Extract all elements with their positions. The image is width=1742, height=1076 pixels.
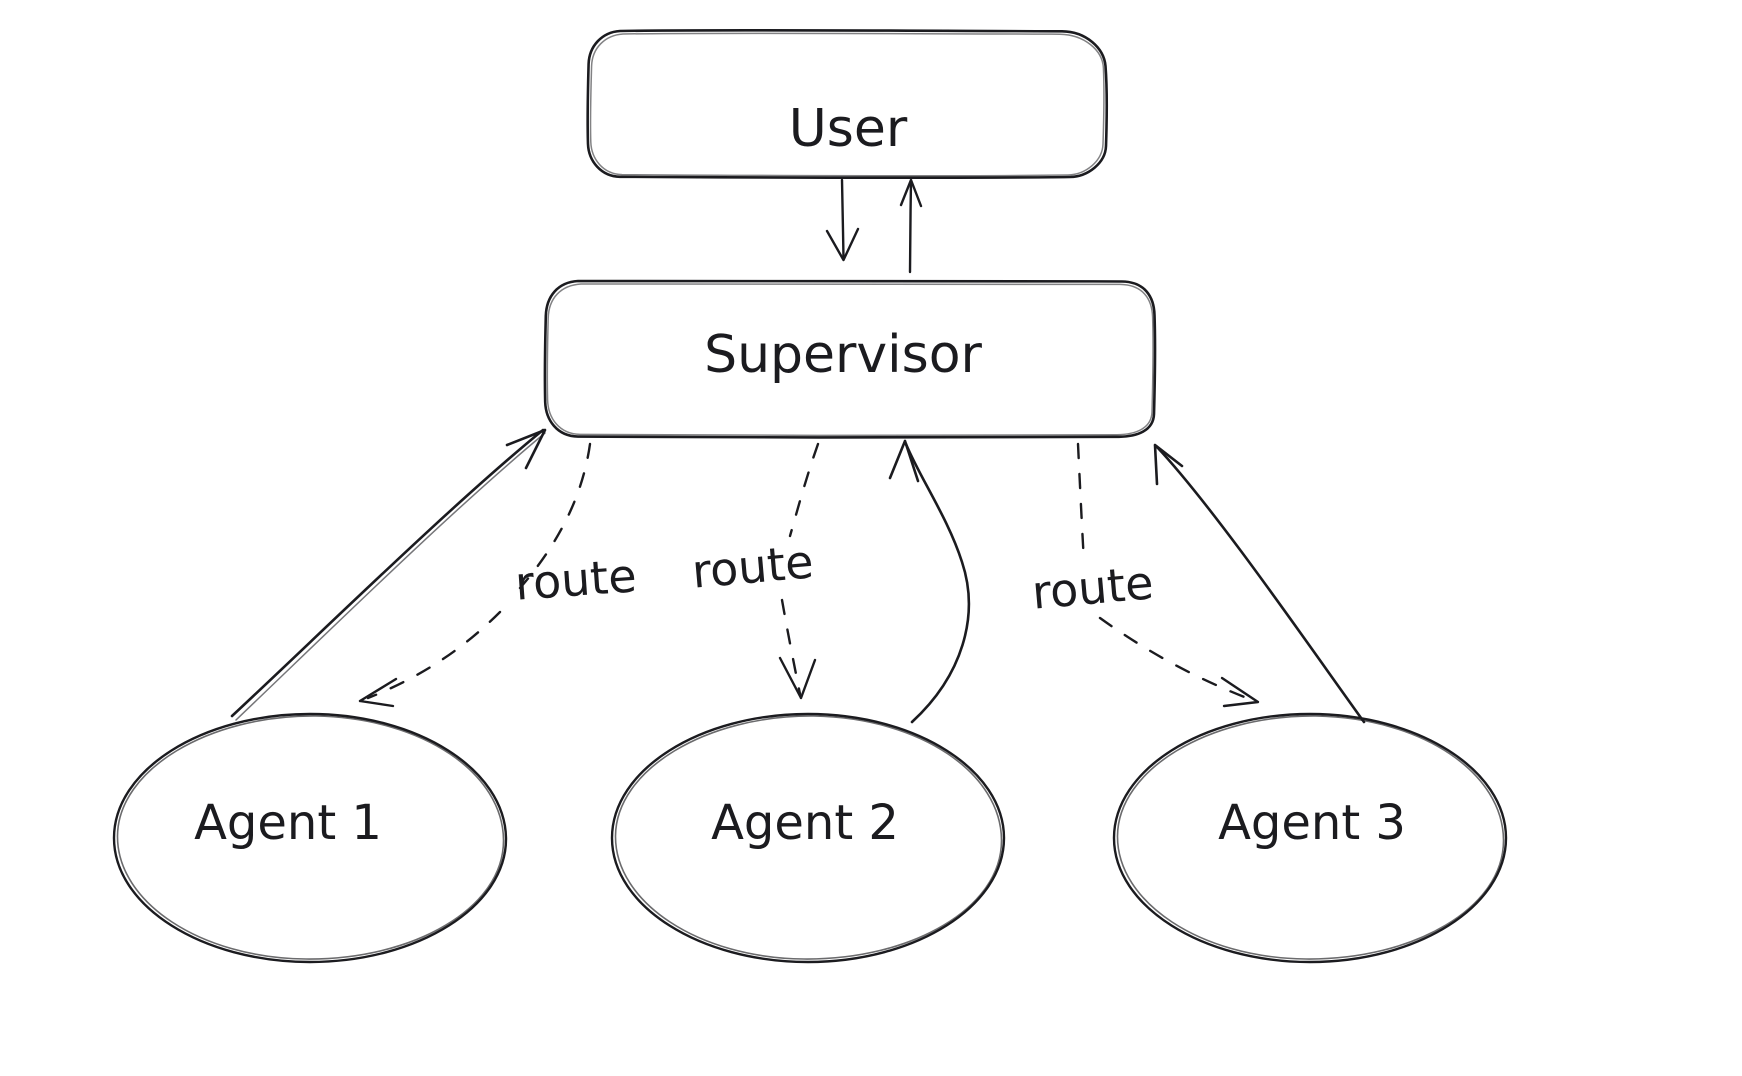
- edge-user-to-supervisor-arrowhead: [825, 227, 860, 262]
- agent3-label: Agent 3: [1218, 795, 1406, 851]
- agent1-ellipse-outline-2: [116, 715, 505, 960]
- edge-supervisor-to-agent2-line: [788, 442, 820, 538]
- user-box-outline: [586, 28, 1109, 180]
- agent1-ellipse-outline: [112, 712, 508, 964]
- edge-agent2-to-supervisor-line: [904, 442, 971, 724]
- edge-supervisor-to-agent3-line: [1076, 442, 1086, 564]
- edge-supervisor-to-user-arrowhead: [899, 178, 923, 208]
- edge-supervisor-to-agent1-arrowhead: [358, 677, 398, 708]
- edge-supervisor-to-user: [899, 178, 923, 274]
- agent2-label: Agent 2: [711, 795, 899, 851]
- edge-user-to-supervisor-line: [840, 178, 845, 260]
- node-agent2[interactable]: Agent 2: [610, 712, 1006, 964]
- edge-agent2-to-supervisor: [888, 439, 971, 724]
- agent1-label: Agent 1: [194, 795, 382, 851]
- edge-label-route-1: route: [513, 548, 638, 610]
- route-label-agent1: route: [513, 548, 638, 610]
- edge-agent2-to-supervisor-arrowhead: [888, 439, 920, 483]
- edge-label-route-2: route: [690, 534, 816, 598]
- supervisor-label: Supervisor: [704, 325, 982, 385]
- edge-agent3-to-supervisor-arrowhead: [1153, 443, 1184, 486]
- agent2-ellipse-outline-2: [614, 715, 1003, 960]
- edge-supervisor-to-agent2: [778, 442, 820, 700]
- agent3-ellipse-outline: [1112, 712, 1508, 964]
- edge-supervisor-to-agent2-arrowhead: [778, 656, 817, 700]
- edge-agent1-to-supervisor-line-2: [235, 432, 546, 721]
- node-agent3[interactable]: Agent 3: [1112, 712, 1508, 964]
- edge-user-to-supervisor: [825, 178, 860, 262]
- supervisor-box-outline: [543, 278, 1157, 439]
- node-supervisor[interactable]: Supervisor: [543, 278, 1157, 439]
- agent2-ellipse-outline: [610, 712, 1006, 964]
- edge-agent1-to-supervisor-arrowhead: [505, 428, 547, 470]
- edge-agent3-to-supervisor-line: [1155, 445, 1366, 724]
- user-box-outline-2: [589, 32, 1105, 177]
- user-label: User: [789, 99, 908, 159]
- edge-supervisor-to-agent2-line-b: [780, 598, 802, 696]
- route-label-agent3: route: [1030, 555, 1156, 619]
- node-agent1[interactable]: Agent 1: [112, 712, 508, 964]
- edge-supervisor-to-user-line: [908, 179, 913, 274]
- agent3-ellipse-outline-2: [1116, 715, 1505, 960]
- supervisor-box-outline-2: [546, 282, 1154, 437]
- edge-agent1-to-supervisor-line: [230, 428, 545, 718]
- edge-label-route-3: route: [1030, 555, 1156, 619]
- node-user[interactable]: User: [586, 28, 1109, 180]
- edge-supervisor-to-agent3-arrowhead: [1220, 676, 1260, 708]
- edge-supervisor-to-agent3-line-b: [1098, 616, 1254, 702]
- edge-supervisor-to-agent3: [1076, 442, 1260, 708]
- route-label-agent2: route: [690, 534, 816, 598]
- edge-agent1-to-supervisor: [230, 428, 547, 721]
- edge-supervisor-to-agent1: [358, 442, 592, 708]
- edge-agent3-to-supervisor: [1153, 443, 1366, 724]
